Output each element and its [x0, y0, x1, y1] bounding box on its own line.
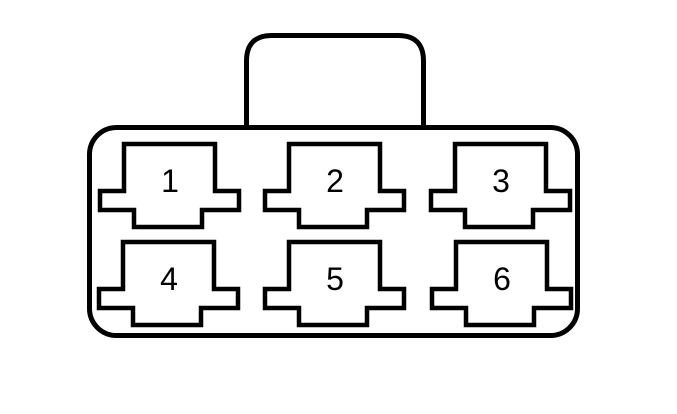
pin-number: 3 — [492, 163, 510, 199]
pin-cavity-shape — [262, 239, 407, 328]
pin-number: 4 — [160, 261, 178, 297]
pin-cavity-shape — [262, 141, 407, 230]
pin-cavity-shape — [96, 239, 241, 328]
pin-number: 2 — [326, 163, 344, 199]
pin-cavity-5: 5 — [262, 239, 407, 328]
pin-cavity-3: 3 — [428, 141, 573, 230]
pin-cavity-shape — [428, 141, 573, 230]
pin-cavity-shape — [97, 141, 242, 230]
pin-cavity-4: 4 — [96, 239, 241, 328]
pin-number: 5 — [326, 261, 344, 297]
pin-cavity-shape — [429, 239, 574, 328]
pin-cavity-6: 6 — [429, 239, 574, 328]
pin-cavity-1: 1 — [97, 141, 242, 230]
pin-number: 6 — [493, 261, 511, 297]
connector-lock-tab — [244, 33, 426, 126]
pin-cavity-2: 2 — [262, 141, 407, 230]
pin-number: 1 — [161, 163, 179, 199]
